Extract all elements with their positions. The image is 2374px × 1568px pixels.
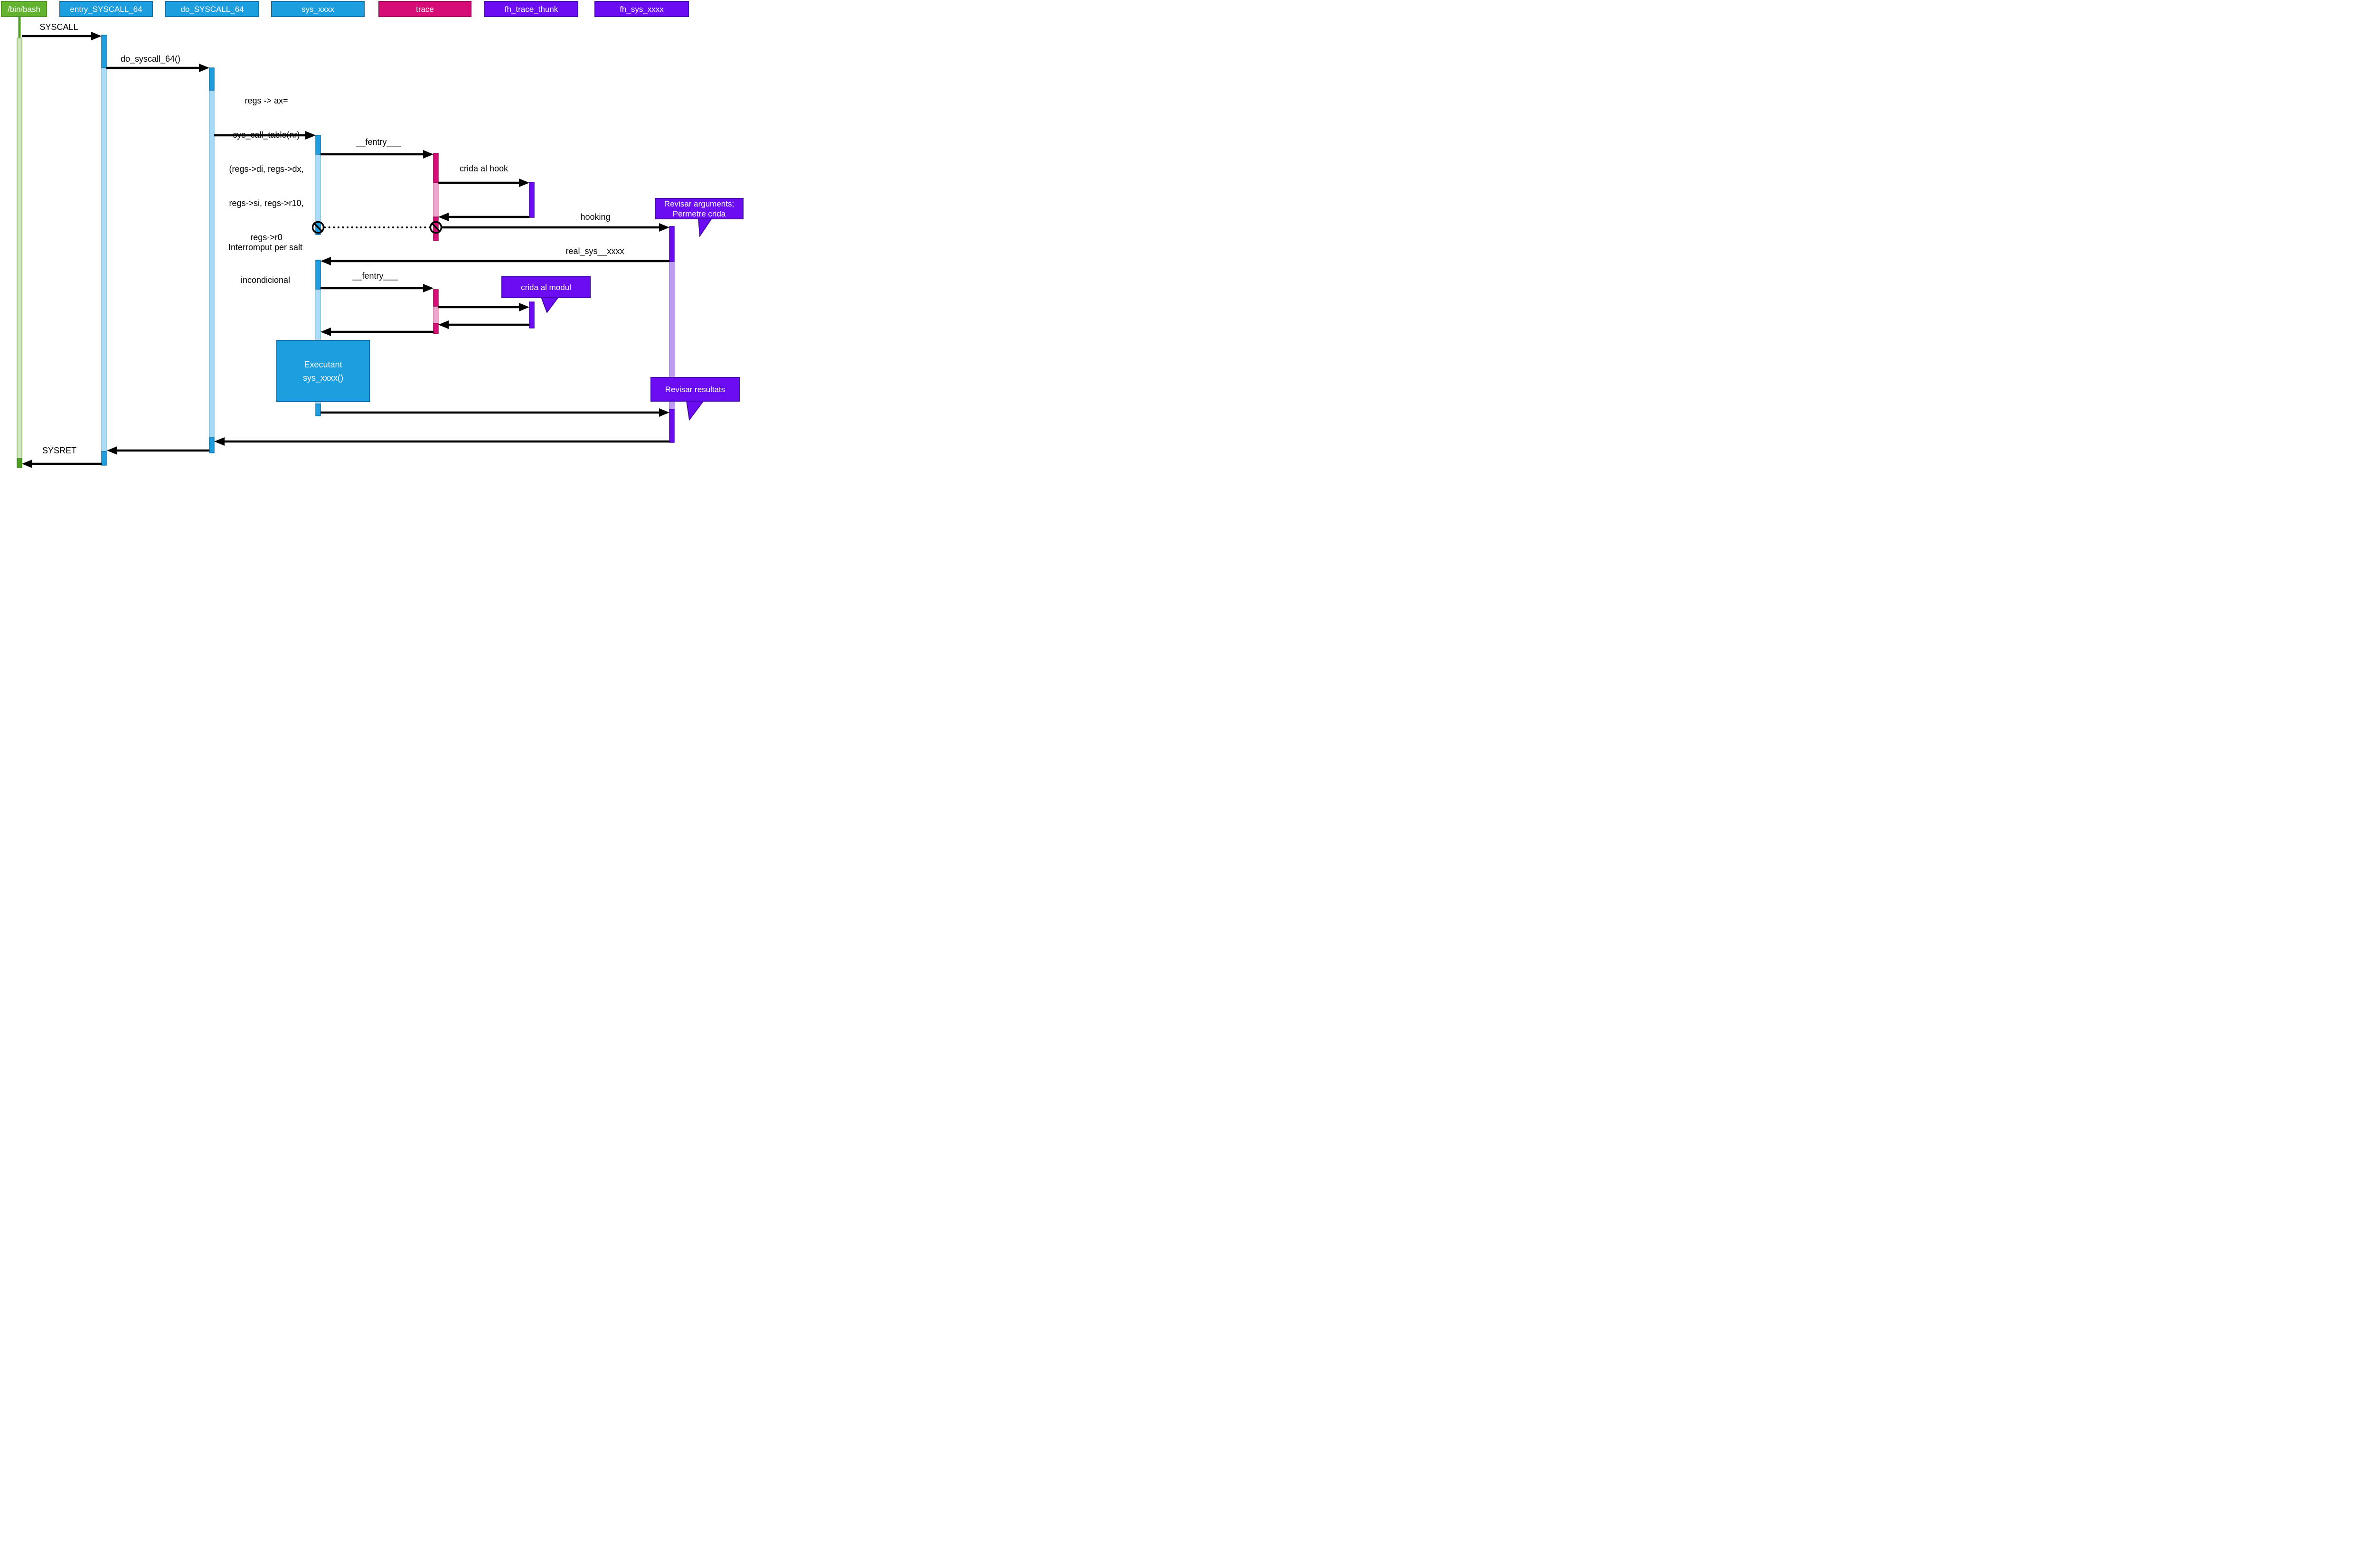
interrupt-line-2: incondicional bbox=[240, 275, 291, 285]
message-label-fentry-1: __fentry___ bbox=[356, 137, 401, 147]
participant-sys-xxxx: sys_xxxx bbox=[271, 1, 365, 17]
callout-args-line-2: Permetre crida bbox=[672, 209, 726, 218]
sequence-diagram-canvas: /bin/bash entry_SYSCALL_64 do_SYSCALL_64… bbox=[0, 0, 744, 468]
arrow-return-hook-to-trace bbox=[438, 213, 529, 221]
callout-resultats-text: Revisar resultats bbox=[665, 385, 725, 394]
callout-tail-revisar-resultats bbox=[686, 400, 705, 421]
arrow-return-trace-to-sys bbox=[320, 328, 433, 336]
regs-line-5: regs->r0 bbox=[250, 233, 283, 242]
arrow-trace-to-thunk-2 bbox=[438, 303, 529, 311]
message-label-real-sys-xxxx: real_sys__xxxx bbox=[565, 246, 624, 256]
arrow-return-fh-sys-to-do bbox=[214, 437, 669, 446]
executant-line-1: Executant bbox=[304, 359, 342, 369]
message-label-sysret: SYSRET bbox=[42, 446, 77, 455]
message-label-do-syscall-64: do_syscall_64() bbox=[120, 54, 181, 64]
callout-modul-text: crida al modul bbox=[521, 282, 571, 292]
participant-entry-syscall-64: entry_SYSCALL_64 bbox=[59, 1, 153, 17]
message-label-hooking: hooking bbox=[580, 212, 611, 222]
lifeline-fh-sys-xxxx bbox=[669, 226, 675, 443]
regs-line-4: regs->si, regs->r10, bbox=[229, 198, 304, 208]
participant-bin-bash: /bin/bash bbox=[1, 1, 47, 17]
participant-label: fh_sys_xxxx bbox=[620, 4, 664, 14]
note-interrupted-by-jump: Interromput per salt incondicional bbox=[228, 220, 302, 308]
arrow-return-thunk-to-trace-2 bbox=[438, 320, 529, 329]
diagram-geometry bbox=[17, 17, 713, 468]
lifeline-do-syscall-64 bbox=[209, 67, 215, 453]
message-label-fentry-2: __fentry___ bbox=[352, 271, 398, 281]
regs-line-2: sys_call_table(nr) bbox=[233, 130, 300, 140]
message-label-regs-call: regs -> ax= sys_call_table(nr) (regs->di… bbox=[229, 72, 303, 266]
arrow-do-syscall-64 bbox=[106, 64, 209, 72]
arrow-real-sys-xxxx bbox=[320, 257, 669, 265]
lifeline-trace bbox=[433, 153, 439, 334]
message-label-syscall: SYSCALL bbox=[39, 22, 78, 32]
participant-label: sys_xxxx bbox=[301, 4, 334, 14]
lifeline-fh-trace-thunk bbox=[529, 182, 535, 329]
executant-sys-xxxx-box: Executant sys_xxxx() bbox=[276, 340, 370, 402]
regs-line-1: regs -> ax= bbox=[245, 96, 288, 105]
message-label-crida-al-hook: crida al hook bbox=[459, 164, 509, 173]
interrupt-line-1: Interromput per salt bbox=[228, 243, 303, 252]
participant-fh-sys-xxxx: fh_sys_xxxx bbox=[594, 1, 689, 17]
arrow-regs-call bbox=[214, 131, 316, 140]
participant-label: trace bbox=[416, 4, 434, 14]
participant-label: fh_trace_thunk bbox=[504, 4, 558, 14]
callout-tail-revisar-arguments bbox=[697, 218, 713, 237]
callout-args-line-1: Revisar arguments; bbox=[664, 199, 735, 208]
lifeline-bash bbox=[17, 17, 22, 468]
participant-label: /bin/bash bbox=[8, 4, 40, 14]
arrow-hooking bbox=[442, 223, 669, 232]
lifeline-entry-syscall-64 bbox=[101, 35, 107, 466]
callout-revisar-arguments: Revisar arguments; Permetre crida bbox=[655, 198, 744, 219]
arrow-sysret bbox=[22, 460, 102, 468]
participant-label: do_SYSCALL_64 bbox=[180, 4, 244, 14]
prohibition-icon-sys bbox=[311, 221, 325, 234]
prohibition-icon-trace bbox=[429, 221, 443, 234]
arrow-fentry-2 bbox=[320, 284, 433, 292]
callout-crida-al-modul: crida al modul bbox=[501, 276, 591, 298]
regs-line-3: (regs->di, regs->dx, bbox=[229, 164, 304, 174]
arrow-syscall bbox=[22, 32, 102, 40]
arrow-sys-to-fh-sys bbox=[320, 408, 669, 417]
participant-label: entry_SYSCALL_64 bbox=[70, 4, 142, 14]
arrow-crida-al-hook bbox=[438, 178, 529, 187]
participant-trace: trace bbox=[378, 1, 471, 17]
participant-do-syscall-64: do_SYSCALL_64 bbox=[165, 1, 259, 17]
participant-fh-trace-thunk: fh_trace_thunk bbox=[484, 1, 578, 17]
callout-revisar-resultats: Revisar resultats bbox=[650, 377, 740, 402]
executant-line-2: sys_xxxx() bbox=[303, 373, 343, 383]
arrow-return-do-to-entry bbox=[107, 446, 209, 455]
callout-tail-crida-al-modul bbox=[540, 297, 559, 314]
arrow-fentry-1 bbox=[320, 150, 433, 159]
